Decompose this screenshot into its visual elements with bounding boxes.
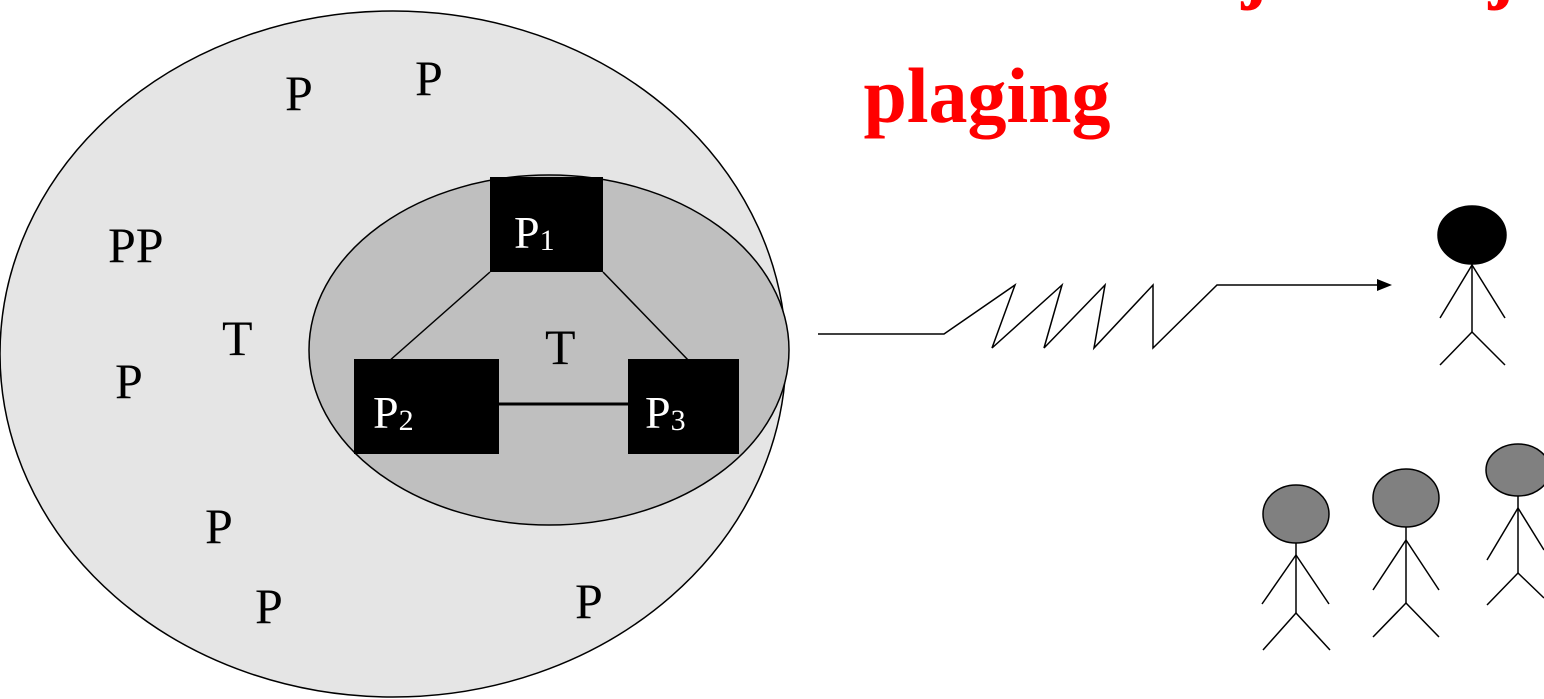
link-p1-p3 xyxy=(602,271,691,363)
title-line-2: plaging xyxy=(863,52,1110,139)
box-p2 xyxy=(354,359,499,454)
outer-p-label: P xyxy=(415,50,443,106)
arrow-head-icon xyxy=(1377,279,1392,291)
box-p3 xyxy=(628,359,739,454)
outer-p-label: P xyxy=(205,498,233,554)
outer-p-label: P xyxy=(285,65,313,121)
bystander-figure xyxy=(1261,484,1331,651)
victim-figure xyxy=(1437,205,1507,366)
box-p1 xyxy=(490,177,603,272)
outer-p-label: P xyxy=(575,573,603,629)
inner-t-label: T xyxy=(545,319,576,375)
bystander-figure xyxy=(1485,443,1544,606)
victim-head xyxy=(1437,205,1507,265)
outer-t-label: T xyxy=(222,310,253,366)
box-p1-label: P1 xyxy=(514,207,555,258)
link-p1-p2 xyxy=(387,271,491,363)
box-p3-label: P3 xyxy=(645,387,686,438)
outer-pp-label: PP xyxy=(108,217,164,273)
title-line-1: En mobbesituasjon - skjult xyxy=(710,0,1544,11)
zigzag-harassment-arrow xyxy=(818,282,1380,351)
box-p2-label: P2 xyxy=(373,387,414,438)
bystander-figure xyxy=(1372,468,1440,638)
outer-p-label: P xyxy=(255,578,283,634)
outer-p-label: P xyxy=(115,353,143,409)
